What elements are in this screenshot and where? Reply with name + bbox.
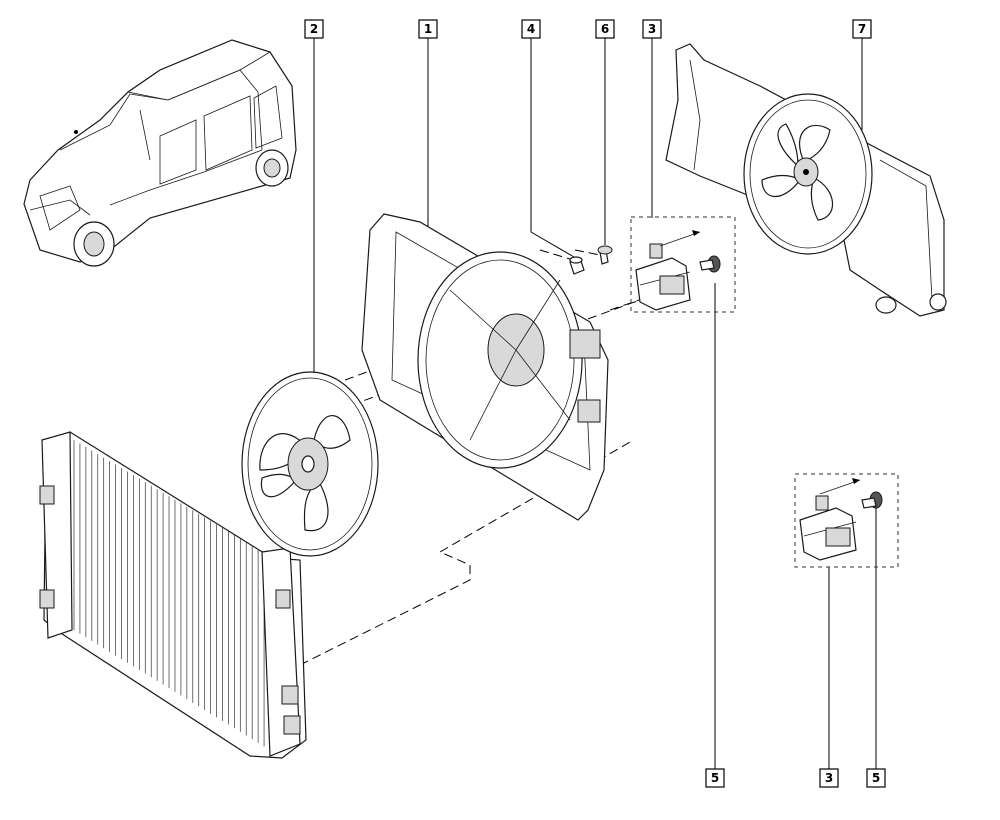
callout-3-top: 3 (642, 19, 662, 39)
callout-5-left: 5 (705, 768, 725, 788)
fan-shroud-illustration (361, 213, 609, 521)
svg-text:6: 6 (601, 22, 609, 36)
callout-7: 7 (852, 19, 872, 39)
resistor-detail-bottom (799, 478, 883, 561)
svg-text:5: 5 (872, 771, 880, 785)
radiator-illustration (39, 431, 307, 759)
leader-lines (313, 38, 877, 769)
fan-blade-illustration (241, 371, 379, 557)
svg-text:3: 3 (648, 22, 656, 36)
callout-4: 4 (521, 19, 541, 39)
detail-box-top (630, 216, 736, 313)
svg-text:3: 3 (825, 771, 833, 785)
svg-text:7: 7 (858, 22, 866, 36)
callout-1: 1 (418, 19, 438, 39)
callout-3-bottom: 3 (819, 768, 839, 788)
svg-text:5: 5 (711, 771, 719, 785)
detail-box-bottom (794, 473, 899, 568)
svg-text:1: 1 (424, 22, 432, 36)
svg-text:2: 2 (310, 22, 318, 36)
screw-part-6 (597, 245, 613, 265)
svg-text:4: 4 (527, 22, 535, 36)
leader-4-diag (530, 231, 575, 258)
callout-6: 6 (595, 19, 615, 39)
resistor-detail-top (635, 230, 721, 311)
callout-2: 2 (304, 19, 324, 39)
vehicle-illustration (23, 39, 297, 267)
spacer-part-4 (569, 256, 585, 275)
fan-assembly-illustration (665, 43, 947, 317)
callout-5-right: 5 (866, 768, 886, 788)
